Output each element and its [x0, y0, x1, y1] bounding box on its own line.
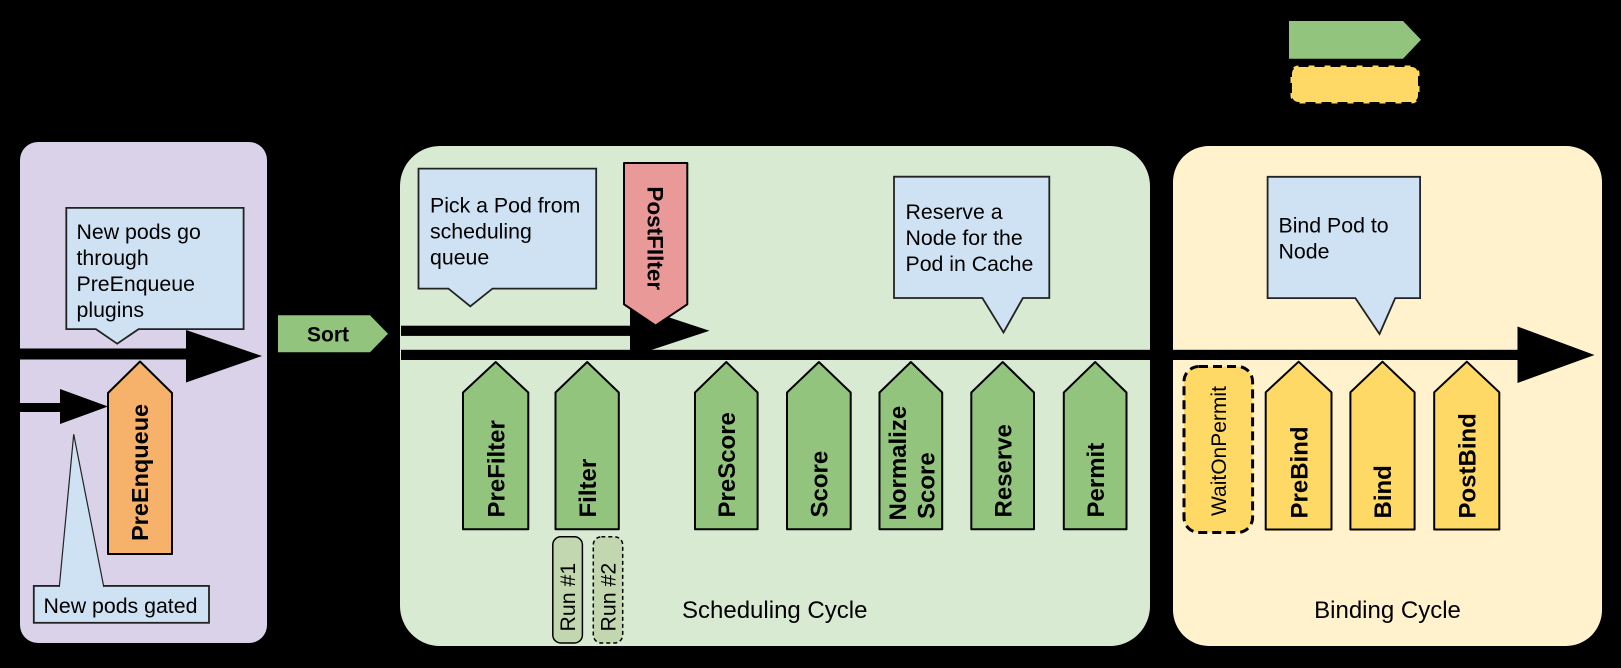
svg-text:Run #2: Run #2: [596, 563, 620, 632]
svg-text:PreScore: PreScore: [714, 412, 741, 517]
svg-text:PreEnqueue: PreEnqueue: [127, 404, 153, 541]
svg-text:WaitOnPermit: WaitOnPermit: [1208, 386, 1231, 516]
svg-text:scheduling: scheduling: [430, 220, 532, 244]
svg-text:Sort: Sort: [307, 324, 349, 347]
svg-text:Normalize: Normalize: [885, 406, 912, 521]
svg-text:Score: Score: [807, 451, 834, 518]
svg-text:Bind: Bind: [1370, 465, 1397, 518]
svg-text:Node for the: Node for the: [906, 226, 1023, 250]
svg-text:PreFilter: PreFilter: [483, 420, 510, 517]
svg-text:Scheduling Cycle: Scheduling Cycle: [682, 597, 867, 624]
svg-text:Pod in Cache: Pod in Cache: [906, 252, 1034, 276]
svg-text:Bind Pod to: Bind Pod to: [1279, 214, 1389, 238]
svg-text:Reserve: Reserve: [990, 424, 1017, 517]
svg-text:Binding Cycle: Binding Cycle: [1314, 597, 1461, 624]
svg-text:Reserve a: Reserve a: [906, 200, 1003, 224]
svg-text:Score: Score: [913, 452, 940, 519]
svg-text:through: through: [77, 246, 149, 270]
svg-text:plugins: plugins: [77, 298, 145, 322]
svg-text:Permit: Permit: [1083, 443, 1110, 518]
svg-text:Pick a Pod from: Pick a Pod from: [430, 194, 580, 218]
svg-text:New pods go: New pods go: [77, 220, 201, 244]
svg-text:PreEnqueue: PreEnqueue: [77, 272, 195, 296]
svg-text:PreBind: PreBind: [1286, 426, 1313, 518]
svg-text:Run #1: Run #1: [556, 563, 580, 632]
svg-text:Node: Node: [1279, 240, 1330, 264]
svg-text:PostFIlter: PostFIlter: [642, 186, 667, 290]
svg-text:Filter: Filter: [575, 459, 602, 518]
svg-text:PostBind: PostBind: [1455, 413, 1482, 518]
svg-text:New pods gated: New pods gated: [44, 594, 198, 618]
svg-text:queue: queue: [430, 246, 489, 270]
